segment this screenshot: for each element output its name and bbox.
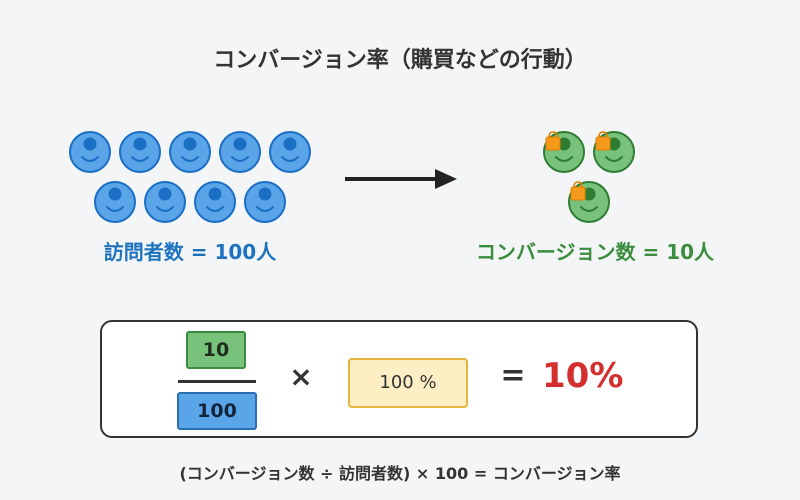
visitor-person-icon — [94, 181, 136, 223]
fraction-bar — [178, 380, 256, 383]
visitor-person-icon — [169, 131, 211, 173]
conversion-count-label: コンバージョン数 = 10人 — [475, 240, 715, 264]
multiplier-box: 100 % — [348, 358, 468, 408]
denominator-box: 100 — [177, 392, 257, 430]
diagram-title: コンバージョン率（購買などの行動） — [213, 48, 587, 73]
visitor-person-icon — [269, 131, 311, 173]
visitor-person-icon — [244, 181, 286, 223]
visitor-count-label: 訪問者数 = 100人 — [103, 240, 277, 264]
visitor-person-icon — [144, 181, 186, 223]
visitor-person-icon — [219, 131, 261, 173]
numerator-box: 10 — [186, 331, 246, 369]
arrow-right-icon — [345, 169, 457, 189]
visitor-person-icon — [119, 131, 161, 173]
footer-formula: (コンバージョン数 ÷ 訪問者数) × 100 = コンバージョン率 — [179, 464, 621, 483]
people-illustration — [69, 131, 635, 223]
equals-symbol: = — [500, 358, 526, 393]
formula-box: 10 100 × 100 % = 10% — [100, 320, 698, 438]
visitor-person-icon — [194, 181, 236, 223]
result-value: 10% — [542, 356, 624, 396]
times-symbol: × — [289, 360, 313, 393]
visitor-person-icon — [69, 131, 111, 173]
